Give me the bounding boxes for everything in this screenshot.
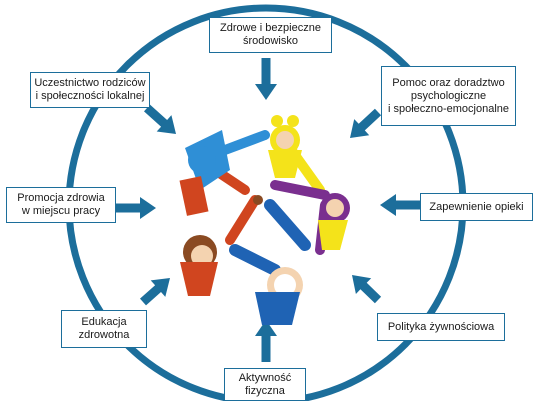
arrow-left: [116, 197, 156, 219]
label-top: Zdrowe i bezpieczne środowisko: [209, 17, 332, 53]
label-bottom-right-text: Polityka żywnościowa: [387, 320, 495, 333]
label-bottom: Aktywność fizyczna: [224, 368, 306, 401]
arrow-bottom-left: [140, 278, 170, 306]
label-left: Promocja zdrowia w miejscu pracy: [6, 187, 116, 223]
label-bottom-right: Polityka żywnościowa: [377, 313, 505, 341]
arrow-bottom-right: [352, 275, 382, 304]
label-right: Zapewnienie opieki: [420, 193, 533, 221]
label-bottom-text: Aktywność fizyczna: [238, 371, 292, 397]
label-top-text: Zdrowe i bezpieczne środowisko: [220, 22, 321, 47]
label-top-right-text: Pomoc oraz doradztwo psychologiczne i sp…: [387, 76, 510, 115]
label-left-text: Promocja zdrowia w miejscu pracy: [17, 192, 105, 217]
label-top-left-text: Uczestnictwo rodziców i społeczności lok…: [34, 77, 146, 102]
children-circle-illustration: [179, 115, 350, 325]
arrow-top-left: [144, 104, 176, 134]
label-top-right: Pomoc oraz doradztwo psychologiczne i sp…: [381, 66, 516, 126]
arrow-top-right: [350, 108, 382, 138]
label-bottom-left: Edukacja zdrowotna: [61, 310, 147, 348]
label-top-left: Uczestnictwo rodziców i społeczności lok…: [30, 72, 150, 108]
arrow-top: [255, 58, 277, 100]
arrow-right: [380, 194, 420, 216]
label-bottom-left-text: Edukacja zdrowotna: [78, 316, 130, 341]
arrow-bottom: [255, 320, 277, 362]
arrows-group: [116, 58, 420, 362]
label-right-text: Zapewnienie opieki: [429, 200, 524, 213]
